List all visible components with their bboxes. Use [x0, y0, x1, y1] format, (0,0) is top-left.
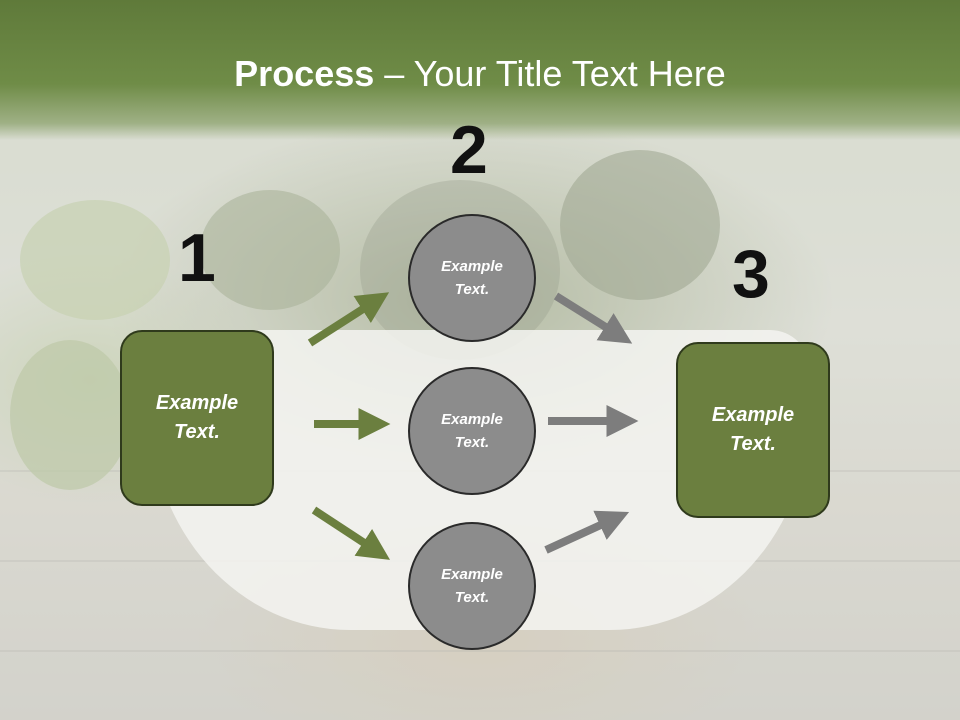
step-1-text: Example Text.	[155, 392, 239, 443]
circle-1[interactable]: Example Text.	[408, 214, 536, 342]
circle-3[interactable]: Example Text.	[408, 522, 536, 650]
step-number-2: 2	[450, 112, 488, 188]
arrow-to-circle-3	[311, 506, 391, 560]
step-1-box[interactable]: Example Text.	[120, 330, 274, 506]
title-rest: – Your Title Text Here	[374, 53, 726, 94]
arrow-from-circle-3	[544, 510, 630, 554]
circle-2-text: Example Text.	[441, 411, 503, 451]
step-number-1: 1	[178, 220, 216, 296]
arrow-from-circle-1	[553, 292, 633, 344]
title-band	[0, 0, 960, 140]
step-3-box[interactable]: Example Text.	[676, 342, 830, 518]
title-bold: Process	[234, 53, 375, 94]
circle-1-text: Example Text.	[441, 258, 503, 298]
arrow-to-circle-1	[307, 292, 390, 347]
step-number-3: 3	[732, 236, 770, 312]
slide-title: Process – Your Title Text Here	[0, 52, 960, 96]
circle-3-text: Example Text.	[441, 566, 503, 606]
step-3-text: Example Text.	[711, 404, 795, 455]
circle-2[interactable]: Example Text.	[408, 367, 536, 495]
